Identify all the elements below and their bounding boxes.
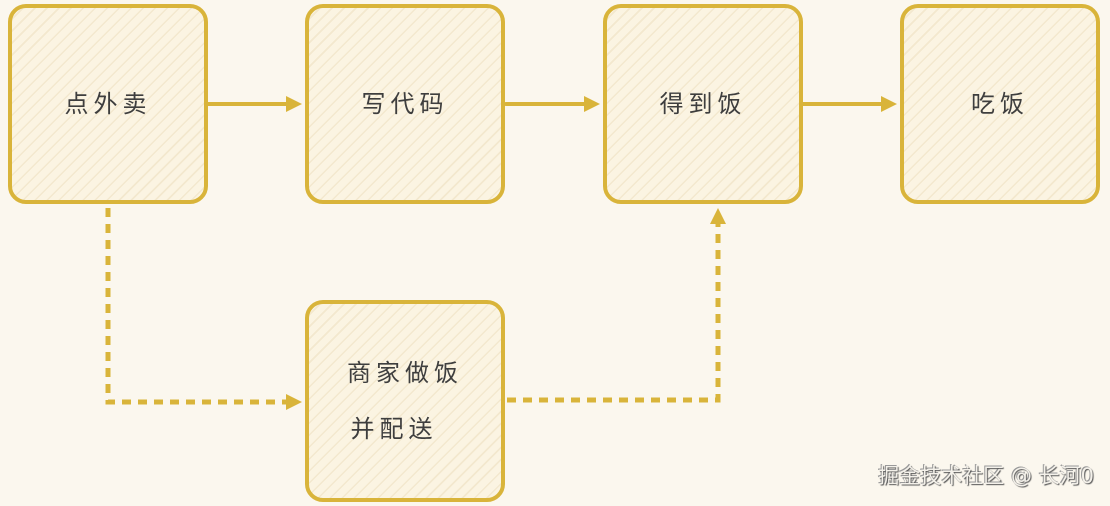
- edge-order-to-merchant: [105, 208, 290, 405]
- node-label: 点外卖: [64, 90, 152, 118]
- arrowhead-icon: [881, 96, 897, 112]
- arrowhead-icon: [286, 96, 302, 112]
- watermark: 掘金技术社区 @ 长河0: [878, 464, 1094, 488]
- node-label: 吃饭: [971, 90, 1029, 118]
- arrowhead-icon: [286, 394, 302, 410]
- node-eat[interactable]: 吃饭: [900, 4, 1100, 204]
- edge-merchant-to-get-meal: [507, 222, 721, 403]
- node-label: 得到饭: [659, 90, 747, 118]
- node-label-line-1: 商家做饭: [347, 359, 463, 387]
- node-order[interactable]: 点外卖: [8, 4, 208, 204]
- arrowhead-icon: [710, 208, 726, 224]
- node-write-code[interactable]: 写代码: [305, 4, 505, 204]
- node-get-meal[interactable]: 得到饭: [603, 4, 803, 204]
- node-label: 写代码: [361, 90, 449, 118]
- arrowhead-icon: [584, 96, 600, 112]
- node-merchant[interactable]: 商家做饭 并配送: [305, 300, 505, 502]
- node-label-line-2: 并配送: [350, 415, 438, 443]
